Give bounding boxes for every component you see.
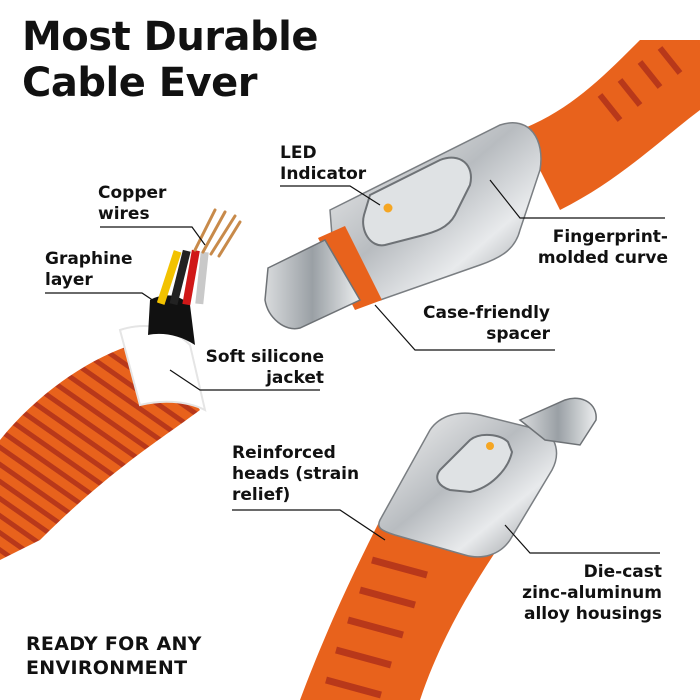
label-fingerprint-curve-line-2: molded curve — [537, 248, 668, 268]
label-reinforced-heads: Reinforced heads (strain relief) — [232, 443, 359, 506]
label-case-friendly-spacer: Case-friendly spacer — [410, 303, 550, 345]
label-graphine-layer-line-1: Graphine — [45, 249, 133, 269]
label-case-friendly-spacer-line-2: spacer — [486, 324, 550, 344]
label-led-indicator-line-2: Indicator — [280, 164, 367, 184]
label-reinforced-heads-line-3: relief) — [232, 485, 291, 505]
label-soft-silicone-jacket-line-1: Soft silicone — [205, 347, 324, 367]
label-die-cast-housings-line-3: alloy housings — [523, 604, 662, 624]
page-title: Most Durable Cable Ever — [22, 14, 319, 106]
label-die-cast-housings-line-2: zinc-aluminum — [522, 583, 662, 603]
top-connector — [264, 40, 700, 330]
title-line-2: Cable Ever — [22, 60, 258, 106]
label-graphine-layer: Graphine layer — [45, 249, 133, 291]
label-reinforced-heads-line-2: heads (strain — [232, 464, 360, 484]
label-copper-wires-line-1: Copper — [98, 183, 167, 203]
footer-line-2: ENVIRONMENT — [26, 657, 188, 679]
label-die-cast-housings: Die-cast zinc-aluminum alloy housings — [500, 562, 662, 625]
label-soft-silicone-jacket: Soft silicone jacket — [190, 347, 324, 389]
label-graphine-layer-line-2: layer — [45, 270, 93, 290]
label-reinforced-heads-line-1: Reinforced — [232, 443, 336, 463]
braided-cable — [0, 208, 242, 560]
bottom-connector — [300, 397, 597, 700]
footer-tagline: READY FOR ANY ENVIRONMENT — [26, 632, 202, 680]
label-copper-wires-line-2: wires — [98, 204, 150, 224]
label-led-indicator: LED Indicator — [280, 143, 366, 185]
label-fingerprint-curve: Fingerprint- molded curve — [520, 227, 668, 269]
label-copper-wires: Copper wires — [98, 183, 166, 225]
label-die-cast-housings-line-1: Die-cast — [583, 562, 662, 582]
leader-lines — [45, 179, 665, 554]
footer-line-1: READY FOR ANY — [26, 633, 202, 655]
label-fingerprint-curve-line-1: Fingerprint- — [552, 227, 668, 247]
label-soft-silicone-jacket-line-2: jacket — [266, 368, 324, 388]
title-line-1: Most Durable — [22, 14, 319, 60]
label-case-friendly-spacer-line-1: Case-friendly — [423, 303, 550, 323]
label-led-indicator-line-1: LED — [280, 143, 317, 163]
